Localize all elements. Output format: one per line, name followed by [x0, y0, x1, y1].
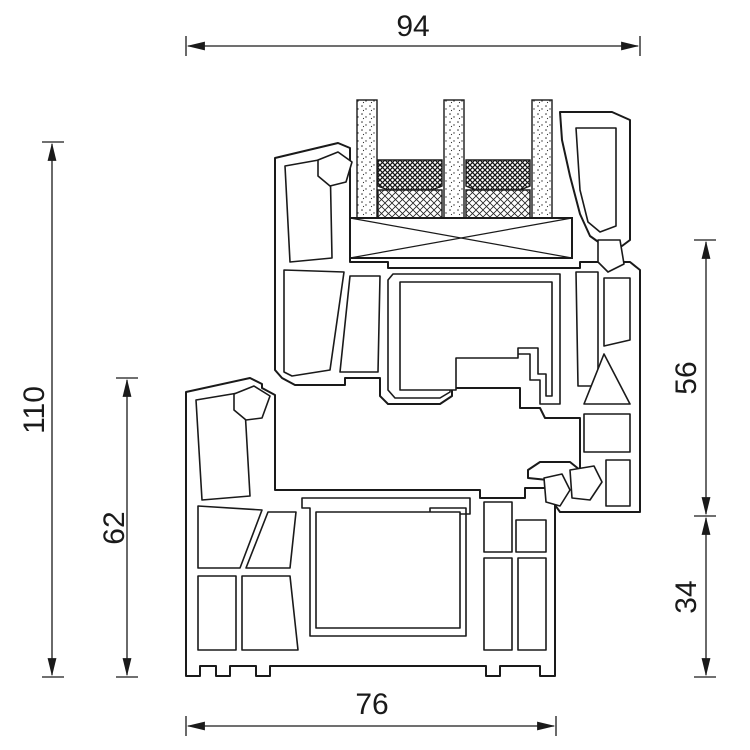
glass-pane-inner	[531, 99, 553, 219]
sash-chamber-mid-left	[283, 269, 345, 377]
dimension-total-height: 110	[18, 141, 64, 678]
glass-pane-outer	[356, 99, 378, 219]
triple-glazing	[349, 99, 573, 259]
sash-chamber-right-2	[603, 277, 631, 347]
frame-profile	[185, 377, 571, 677]
frame-chamber-bottom-1	[197, 575, 237, 651]
frame-chamber-right-3	[517, 557, 547, 651]
dimension-sash-height-label: 56	[670, 361, 703, 394]
dimension-total-height-label: 110	[18, 386, 51, 434]
frame-chamber-right-1	[483, 501, 513, 553]
sash-chamber-top-left	[284, 157, 333, 263]
sash-chamber-triangle	[583, 353, 631, 405]
frame-chamber-mid-left-1	[197, 505, 263, 569]
frame-chamber-bottom-2	[241, 575, 299, 651]
glass-pane-middle	[443, 99, 465, 219]
dimension-bottom-width: 76	[185, 688, 557, 736]
dimension-frame-height: 62	[98, 377, 138, 678]
glazing-bead-chamber	[575, 127, 617, 233]
dimension-top-width: 94	[185, 10, 641, 56]
sash-chamber-mid	[339, 275, 381, 373]
dimension-frame-lower-height: 34	[670, 516, 716, 678]
sash-chamber-right-4	[605, 459, 631, 507]
spacer-right	[465, 159, 531, 191]
sash-gasket-bottom	[569, 465, 603, 501]
frame-chamber-top-left	[195, 391, 251, 501]
sash-chamber-right-3	[583, 413, 631, 453]
frame-chamber-right-4	[515, 519, 547, 553]
sash-chamber-right-1	[575, 271, 599, 387]
sash-gasket-top	[317, 151, 353, 187]
sash-profile	[274, 111, 641, 513]
frame-gasket-right	[543, 473, 571, 507]
dimension-frame-height-label: 62	[98, 511, 131, 544]
sash-gasket-right	[597, 239, 625, 273]
spacer-left	[377, 159, 443, 191]
frame-reinforcement-inner	[315, 511, 461, 629]
sealant-right	[465, 189, 531, 219]
dimension-frame-lower-height-label: 34	[670, 580, 703, 613]
dimension-bottom-width-label: 76	[355, 688, 388, 721]
dimension-top-width-label: 94	[396, 10, 429, 43]
frame-chamber-right-2	[483, 557, 513, 651]
sash-reinforcement-inner	[399, 281, 553, 397]
sealant-left	[377, 189, 443, 219]
frame-chamber-mid-left-2	[245, 511, 297, 569]
frame-gasket-top	[233, 385, 271, 421]
dimension-sash-height: 56	[670, 239, 716, 517]
